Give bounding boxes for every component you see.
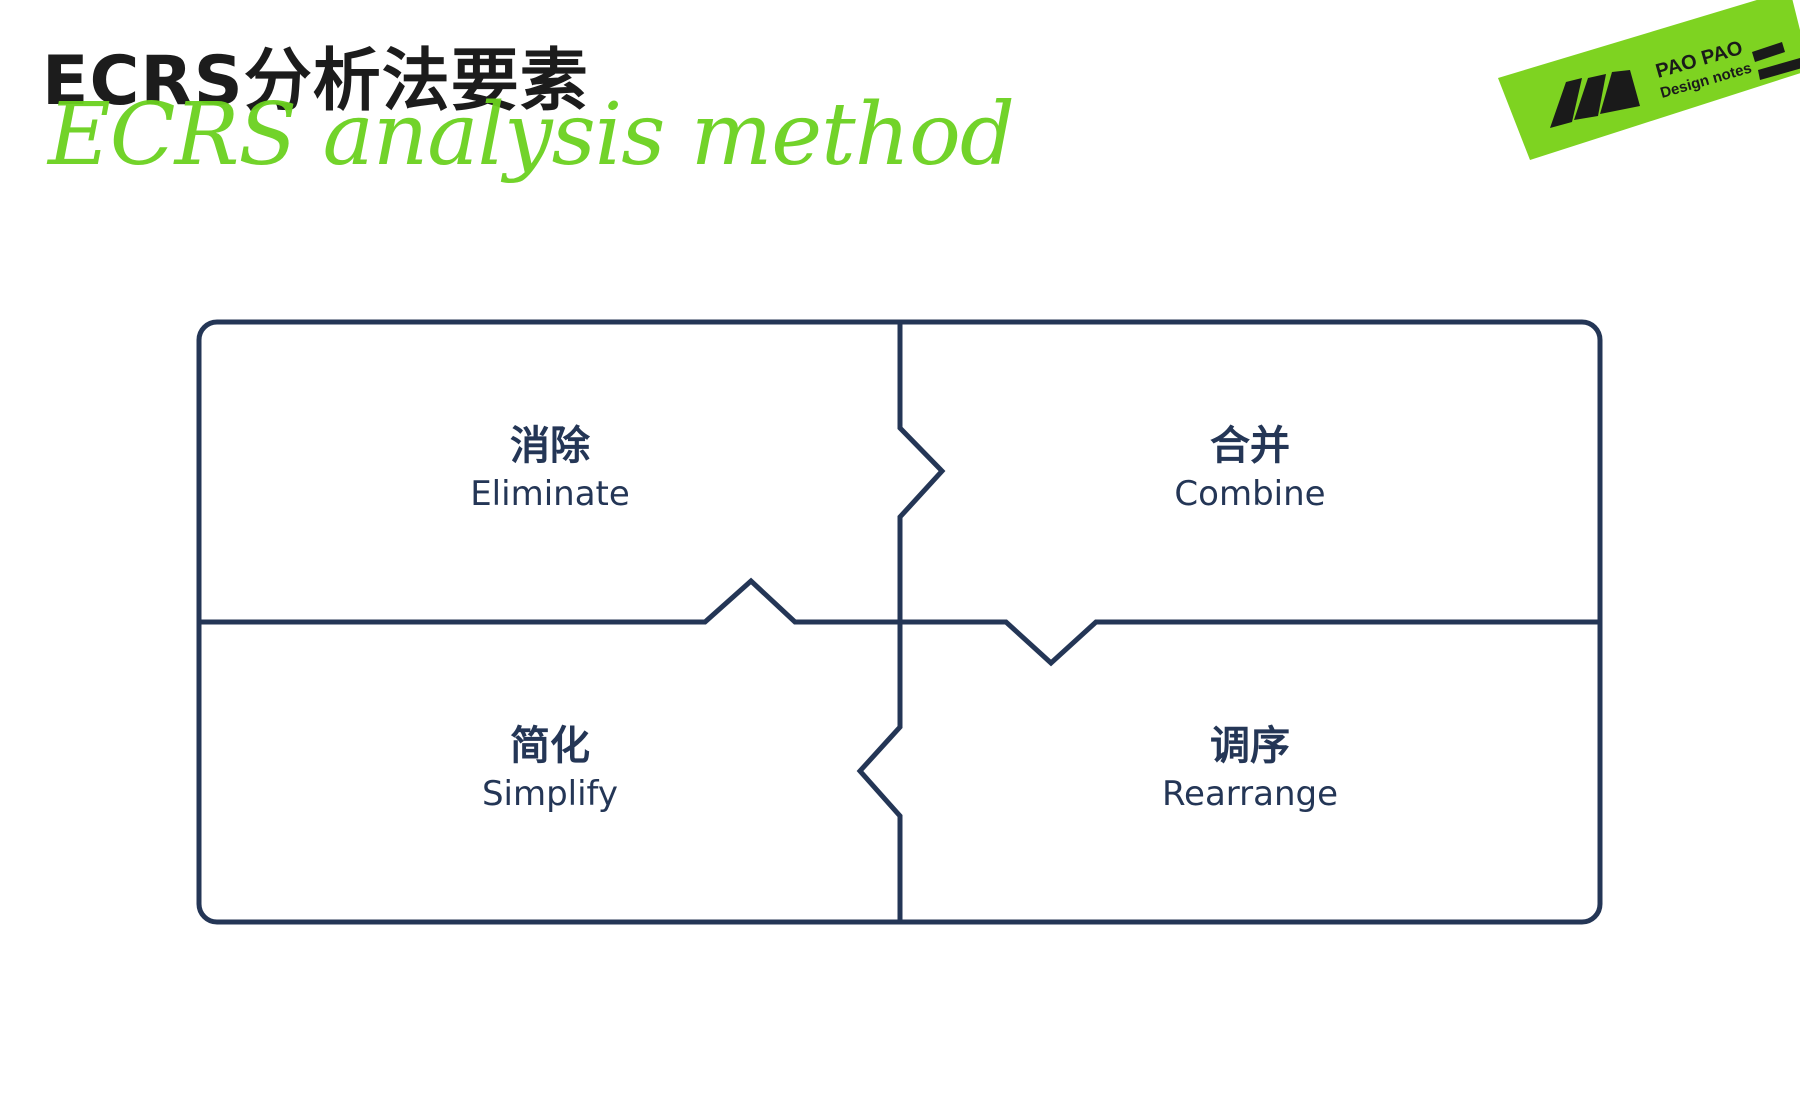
cell-combine-en: Combine — [1174, 474, 1326, 514]
divider-vertical-top — [897, 319, 946, 625]
cell-eliminate-cn: 消除 — [510, 423, 590, 469]
logo-mark-icon — [1550, 70, 1640, 128]
cell-eliminate: 消除 Eliminate — [350, 424, 750, 513]
pao-pao-logo: PAO PAO Design notes — [1498, 0, 1800, 160]
cell-eliminate-en: Eliminate — [470, 474, 630, 514]
cell-simplify-cn: 简化 — [510, 723, 590, 769]
cell-combine-cn: 合并 — [1210, 423, 1290, 469]
cell-simplify-en: Simplify — [481, 774, 619, 814]
cell-rearrange-en: Rearrange — [1161, 774, 1339, 814]
logo-ribbon — [1498, 0, 1800, 160]
logo-dash-icon — [1752, 42, 1800, 80]
cell-simplify: 简化 Simplify — [350, 724, 750, 813]
divider-horizontal-left — [196, 577, 903, 625]
cell-rearrange-cn: 调序 — [1210, 723, 1290, 769]
page-title: ECRS分析法要素 — [42, 42, 589, 121]
divider-horizontal-right — [897, 619, 1603, 667]
cell-rearrange: 调序 Rearrange — [1050, 724, 1450, 813]
cell-combine: 合并 Combine — [1050, 424, 1450, 513]
page-subtitle-script: ECRS analysis method — [48, 85, 1015, 185]
divider-vertical-bottom — [856, 619, 903, 925]
